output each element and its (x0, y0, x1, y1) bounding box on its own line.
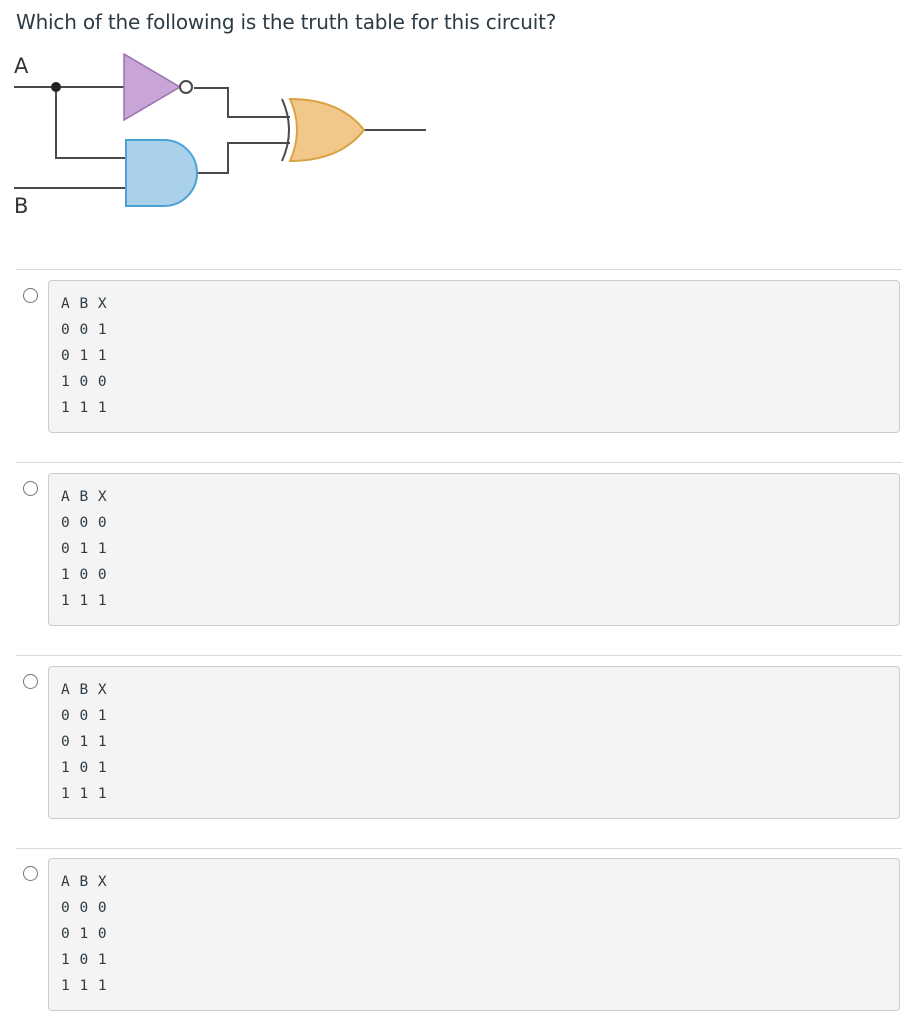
truth-table-row: 0 0 1 (61, 708, 108, 724)
option-4-radio[interactable] (23, 866, 38, 881)
divider (16, 269, 902, 270)
truth-table-row: 0 1 0 (61, 926, 108, 942)
truth-table-row: 1 0 0 (61, 374, 108, 390)
truth-table-row: 0 1 1 (61, 541, 108, 557)
not-gate (123, 52, 193, 122)
truth-table-row: 1 1 1 (61, 593, 108, 609)
truth-table-row: 0 1 1 (61, 348, 108, 364)
divider (16, 848, 902, 849)
truth-table-row: 1 1 1 (61, 978, 108, 994)
truth-table-row: 0 0 1 (61, 322, 108, 338)
truth-table-row: 1 0 1 (61, 760, 108, 776)
input-a-label: A (14, 54, 29, 78)
xor-gate (281, 97, 366, 163)
option-1-radio[interactable] (23, 288, 38, 303)
question-text: Which of the following is the truth tabl… (16, 10, 557, 34)
truth-table-row: A B X (61, 874, 108, 890)
circuit-svg (14, 52, 426, 207)
truth-table-row: A B X (61, 682, 108, 698)
option-3-radio[interactable] (23, 674, 38, 689)
truth-table-row: 1 0 1 (61, 952, 108, 968)
divider (16, 655, 902, 656)
truth-table-row: 0 0 0 (61, 515, 108, 531)
divider (16, 462, 902, 463)
circuit-diagram: A B (0, 48, 440, 238)
option-3-answer[interactable]: A B X 0 0 1 0 1 1 1 0 1 1 1 1 (48, 666, 900, 819)
truth-table-row: 0 1 1 (61, 734, 108, 750)
truth-table-row: A B X (61, 296, 108, 312)
option-4-answer[interactable]: A B X 0 0 0 0 1 0 1 0 1 1 1 1 (48, 858, 900, 1011)
truth-table-row: 1 1 1 (61, 400, 108, 416)
option-1-answer[interactable]: A B X 0 0 1 0 1 1 1 0 0 1 1 1 (48, 280, 900, 433)
truth-table-row: 1 0 0 (61, 567, 108, 583)
input-b-label: B (14, 194, 29, 218)
and-gate (125, 139, 198, 207)
truth-table-row: A B X (61, 489, 108, 505)
option-2-radio[interactable] (23, 481, 38, 496)
truth-table-row: 0 0 0 (61, 900, 108, 916)
junction-dot (51, 82, 61, 92)
option-2-answer[interactable]: A B X 0 0 0 0 1 1 1 0 0 1 1 1 (48, 473, 900, 626)
wires (14, 86, 426, 189)
truth-table-row: 1 1 1 (61, 786, 108, 802)
